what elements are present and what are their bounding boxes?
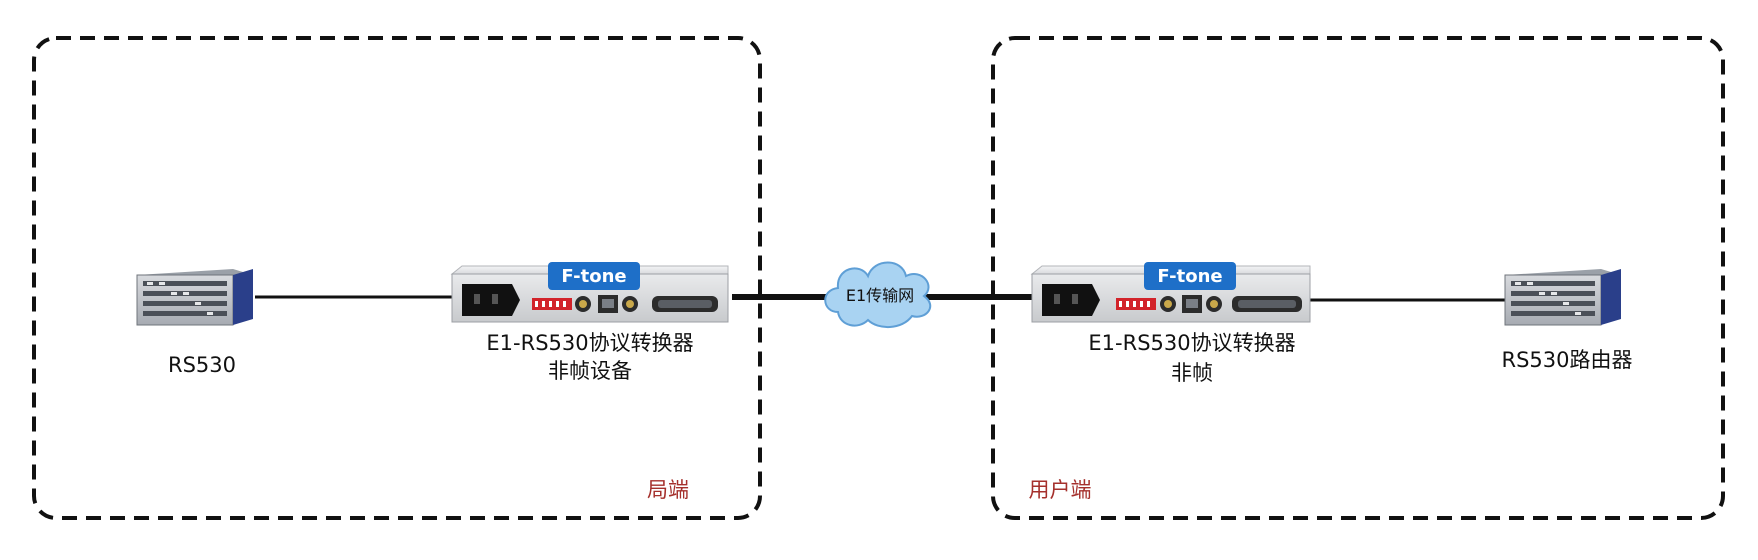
left-router-label: RS530 [168, 353, 236, 377]
zone-right-border [991, 36, 1725, 520]
protocol-converter-icon: F-tone [450, 262, 729, 323]
right-converter-label-line2: 非帧 [1171, 361, 1213, 385]
right-router-label: RS530路由器 [1501, 348, 1632, 372]
brand-badge [548, 262, 640, 290]
zone-right-label: 用户端 [1029, 478, 1092, 502]
brand-label: F-tone [1157, 266, 1222, 287]
cloud-label: E1传输网 [846, 286, 914, 305]
zone-left-label: 局端 [647, 478, 689, 502]
cloud-icon: E1传输网 [824, 261, 932, 328]
left-converter-label-line1: E1-RS530协议转换器 [486, 331, 693, 355]
protocol-converter-icon: F-tone [1030, 262, 1311, 323]
zone-left-border [32, 36, 762, 520]
left-converter-label-line2: 非帧设备 [548, 359, 632, 383]
rack-server-icon [1504, 269, 1621, 326]
brand-label: F-tone [561, 266, 626, 287]
brand-badge [1144, 262, 1236, 290]
right-converter-label-line1: E1-RS530协议转换器 [1088, 331, 1295, 355]
rack-server-icon [136, 269, 253, 326]
